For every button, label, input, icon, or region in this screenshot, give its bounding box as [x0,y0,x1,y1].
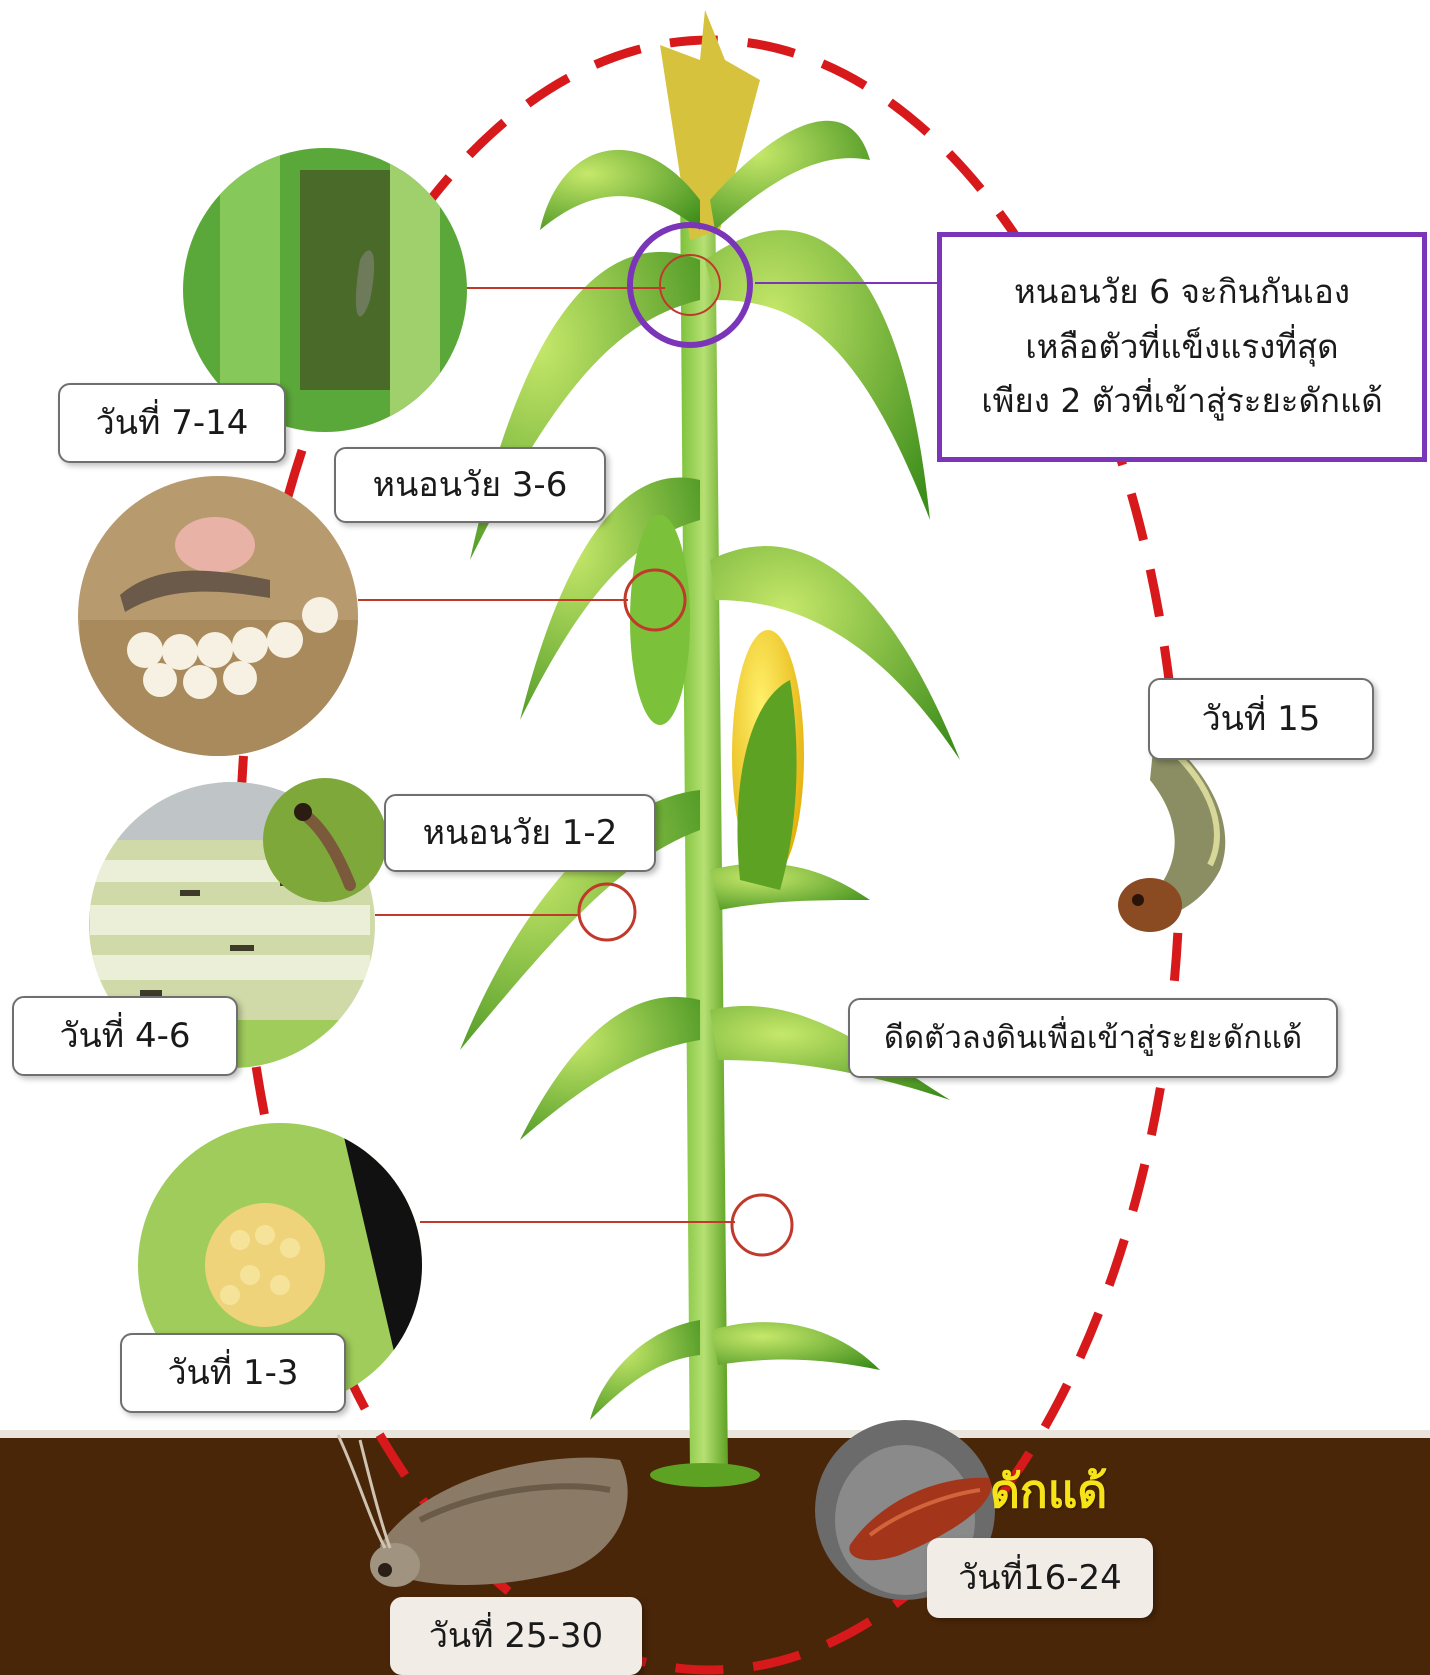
label-instar-1-2: หนอนวัย 1-2 [384,794,656,872]
target-circle-stem [732,1195,792,1255]
label-day-25-30: วันที่ 25-30 [390,1597,642,1675]
label-drop-to-soil: ดีดตัวลงดินเพื่อเข้าสู่ระยะดักแด้ [848,998,1338,1078]
cannibalism-note-box: หนอนวัย 6 จะกินกันเอง เหลือตัวที่แข็งแรง… [937,232,1427,462]
target-circle-leaf [579,884,635,940]
label-day-1-3: วันที่ 1-3 [120,1333,346,1413]
note-line-1: หนอนวัย 6 จะกินกันเอง [1014,265,1350,319]
label-pupa: ดักแด้ [990,1455,1107,1528]
label-day-16-24: วันที่16-24 [927,1538,1153,1618]
label-day-15: วันที่ 15 [1148,678,1374,760]
photo-mature-larva [1118,730,1225,932]
note-line-3: เพียง 2 ตัวที่เข้าสู่ระยะดักแด้ [981,374,1382,428]
label-day-7-14: วันที่ 7-14 [58,383,286,463]
label-instar-3-6: หนอนวัย 3-6 [334,447,606,523]
photo-larva-on-ear [75,475,365,770]
note-line-2: เหลือตัวที่แข็งแรงที่สุด [1025,320,1338,374]
label-day-4-6: วันที่ 4-6 [12,996,238,1076]
